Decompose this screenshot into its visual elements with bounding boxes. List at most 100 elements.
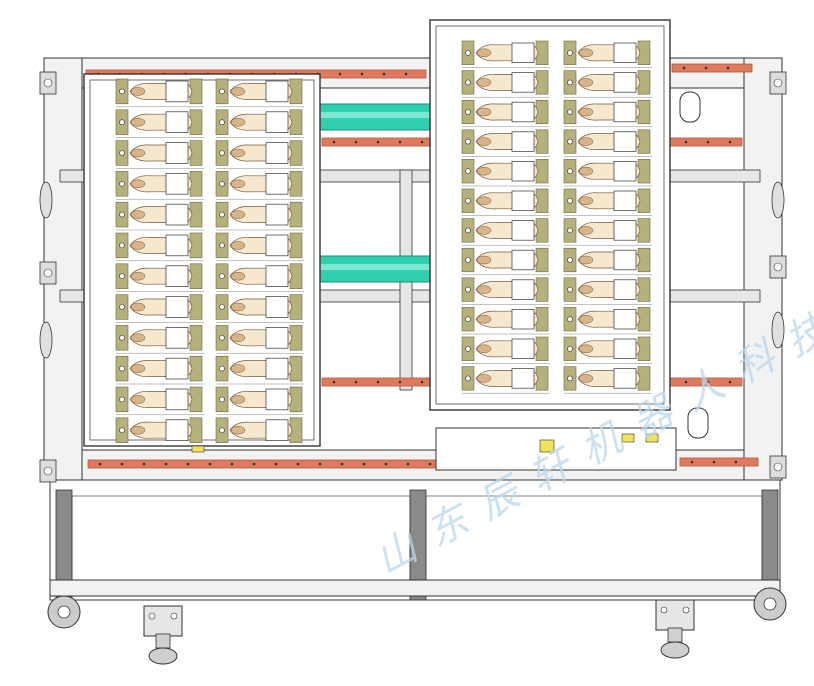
- right-tray-clamp: [511, 279, 535, 300]
- right-tray-hole: [567, 316, 573, 323]
- rail-bottom-left-bolt: [384, 462, 388, 466]
- right-tray-part-tip: [578, 137, 594, 146]
- rail-upper-mid-bolt: [684, 140, 688, 144]
- right-tray-hole: [465, 79, 471, 86]
- left-tray-hole: [219, 273, 225, 280]
- rail-bottom-left-bolt: [428, 462, 432, 466]
- rail-bottom-left-bolt: [252, 462, 256, 466]
- right-tray-hole: [465, 168, 471, 174]
- left-tray-hole: [219, 334, 225, 341]
- rail-upper-mid-bolt: [332, 140, 336, 144]
- left-tray-hole: [219, 396, 225, 403]
- side-roller-3: [771, 311, 785, 349]
- rail-bottom-left-bolt: [362, 462, 366, 466]
- right-tray-clamp: [613, 42, 637, 63]
- left-tray-label: [191, 445, 205, 453]
- rail-bottom-right: [679, 457, 759, 467]
- left-tray-part-tip: [130, 179, 146, 189]
- right-tray-hole: [567, 198, 573, 204]
- rail-lower-mid-bolt: [398, 380, 402, 384]
- left-tray-hole: [119, 365, 125, 372]
- cylinder-tubes: [315, 103, 437, 283]
- left-tray-clamp: [165, 265, 189, 287]
- right-tray-clamp: [511, 42, 535, 63]
- left-tray-part-tip: [130, 117, 146, 127]
- left-tray-hole: [219, 365, 225, 372]
- rail-top-right-bolt: [726, 66, 730, 70]
- left-tray-clamp: [265, 203, 289, 226]
- rail-top-right-bolt: [682, 66, 686, 70]
- left-tray-hole: [119, 88, 125, 95]
- left-tray-part-tip: [130, 302, 146, 312]
- left-tray-part-tip: [230, 395, 246, 404]
- left-tray-clamp: [265, 173, 289, 195]
- slot-lower: [687, 407, 709, 439]
- left-tray-part-tip: [130, 210, 146, 219]
- rail-top-right: [671, 63, 753, 73]
- right-tray-part-tip: [476, 374, 492, 383]
- left-tray-part-tip: [230, 425, 246, 435]
- left-tray-clamp: [165, 419, 189, 441]
- base-bottom-bar: [49, 579, 781, 597]
- right-tray-hole: [567, 227, 573, 234]
- rail-upper-mid-bolt: [728, 140, 732, 144]
- right-tray-part-tip: [578, 166, 594, 176]
- rail-upper-mid-bolt: [706, 140, 710, 144]
- rail-bottom-left-bolt: [98, 462, 102, 466]
- left-tray-clamp: [265, 327, 289, 349]
- foot-hole-b-0: [170, 612, 178, 620]
- right-tray-clamp: [613, 220, 637, 241]
- right-tray-clamp: [613, 101, 637, 123]
- right-tray-hole: [567, 375, 573, 382]
- rail-top-left-bolt: [404, 72, 408, 76]
- rail-upper-mid-bolt: [420, 140, 424, 144]
- right-tray-clamp: [511, 101, 535, 123]
- left-tray-clamp: [165, 296, 189, 318]
- right-tray-clamp: [613, 279, 637, 300]
- right-tray-hole: [465, 138, 471, 145]
- rail-bottom-left-bolt: [274, 462, 278, 466]
- leveling-foot-1: [660, 641, 690, 659]
- left-tray-clamp: [165, 80, 189, 103]
- rail-bottom-right-bolt: [690, 460, 694, 464]
- slot-upper: [679, 91, 701, 123]
- leveling-foot-0: [148, 647, 178, 665]
- right-tray-part-tip: [578, 255, 594, 265]
- drawer-label-small: [621, 433, 635, 443]
- left-tray-hole: [119, 242, 125, 249]
- rail-bottom-left-bolt: [120, 462, 124, 466]
- right-tray-hole: [465, 375, 471, 382]
- right-tray-part-tip: [578, 344, 594, 354]
- caster-hub-0: [57, 605, 71, 619]
- base-panel-left: [71, 495, 411, 581]
- left-tray-part-tip: [130, 87, 146, 96]
- left-tray-hole: [119, 119, 125, 125]
- right-tray-part-tip: [476, 137, 492, 146]
- right-tray-part-tip: [476, 255, 492, 265]
- left-tray-part-tip: [130, 425, 146, 435]
- left-tray-hole: [219, 119, 225, 125]
- rail-upper-mid-bolt: [398, 140, 402, 144]
- rail-bottom-left-bolt: [186, 462, 190, 466]
- left-tray-clamp: [165, 234, 189, 257]
- left-tray-clamp: [165, 327, 189, 349]
- right-tray-part-tip: [578, 374, 594, 383]
- right-tray-part-tip: [578, 107, 594, 117]
- rail-lower-mid-bolt: [376, 380, 380, 384]
- right-tray-part-tip: [476, 196, 492, 206]
- rail-lower-mid-bolt: [354, 380, 358, 384]
- left-tray-clamp: [265, 111, 289, 133]
- right-tray-clamp: [511, 309, 535, 330]
- right-tray-hole: [567, 109, 573, 115]
- right-tray-clamp: [613, 72, 637, 93]
- right-tray-hole: [567, 168, 573, 174]
- left-tray-clamp: [265, 296, 289, 318]
- right-tray-clamp: [613, 249, 637, 271]
- left-tray-part-tip: [230, 117, 246, 127]
- left-tray-hole: [119, 181, 125, 187]
- tube-lower-highlight: [316, 264, 436, 270]
- right-tray-clamp: [613, 368, 637, 389]
- rail-lower-mid-bolt: [728, 380, 732, 384]
- side-roller-2: [771, 181, 785, 219]
